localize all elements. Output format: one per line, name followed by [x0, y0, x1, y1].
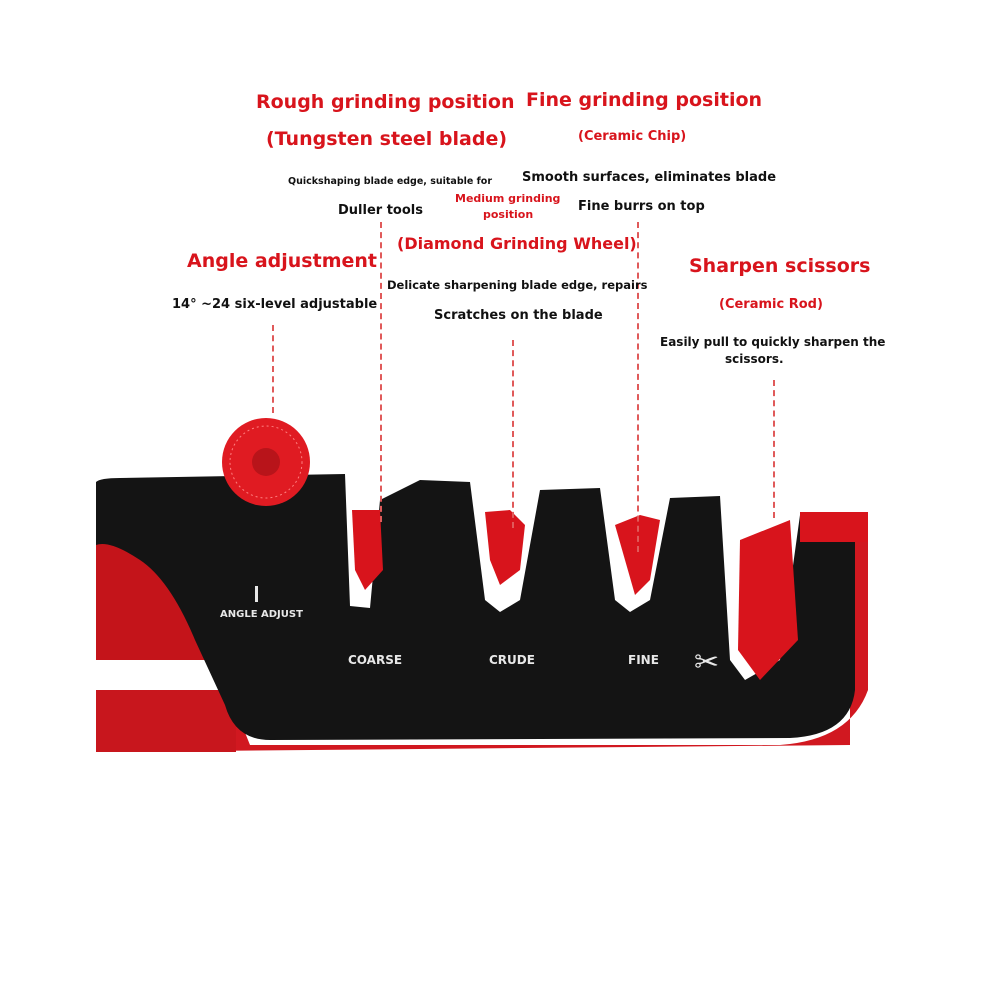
scissors-desc2: scissors. [725, 352, 784, 366]
angle-indicator [255, 586, 258, 602]
crude-red-insert [485, 510, 525, 585]
scissors-desc1: Easily pull to quickly sharpen the [660, 335, 886, 349]
red-base [96, 520, 215, 660]
scissors-icon: ✂ [694, 645, 720, 680]
angle-desc: 14° ~24 six-level adjustable [172, 297, 378, 312]
black-body [96, 474, 855, 740]
rough-desc1: Quickshaping blade edge, suitable for [288, 176, 492, 187]
fine-desc2: Fine burrs on top [578, 199, 705, 214]
fine-label: FINE [628, 653, 659, 667]
coarse-red-insert [352, 510, 383, 590]
rough-desc2: Duller tools [338, 203, 423, 218]
coarse-label: COARSE [348, 653, 403, 667]
medium-title-line2: position [483, 208, 534, 221]
rough-title: Rough grinding position [256, 91, 515, 113]
angle-adjust-label: ANGLE ADJUST [220, 609, 303, 620]
medium-desc2: Scratches on the blade [434, 308, 603, 323]
fine-title: Fine grinding position [526, 89, 763, 111]
medium-title-line1: Medium grinding [455, 192, 561, 205]
fine-leader [637, 222, 639, 552]
rough-leader [380, 222, 382, 522]
scissors-leader [773, 380, 775, 518]
red-base-bottom [96, 690, 236, 752]
fine-desc1: Smooth surfaces, eliminates blade [522, 170, 777, 185]
medium-desc1: Delicate sharpening blade edge, repairs [387, 278, 648, 292]
fine-red-insert [615, 515, 660, 595]
red-right-panel [800, 512, 868, 542]
scissors-title: Sharpen scissors [689, 255, 871, 277]
rough-subtitle: (Tungsten steel blade) [266, 128, 508, 150]
angle-leader [272, 325, 274, 413]
angle-title: Angle adjustment [187, 250, 377, 272]
fine-subtitle: (Ceramic Chip) [578, 129, 687, 144]
crude-label: CRUDE [489, 653, 535, 667]
scissor-red-slot [738, 520, 798, 680]
medium-leader [512, 340, 514, 528]
scissors-subtitle: (Ceramic Rod) [719, 297, 823, 312]
medium-subtitle: (Diamond Grinding Wheel) [397, 234, 637, 253]
